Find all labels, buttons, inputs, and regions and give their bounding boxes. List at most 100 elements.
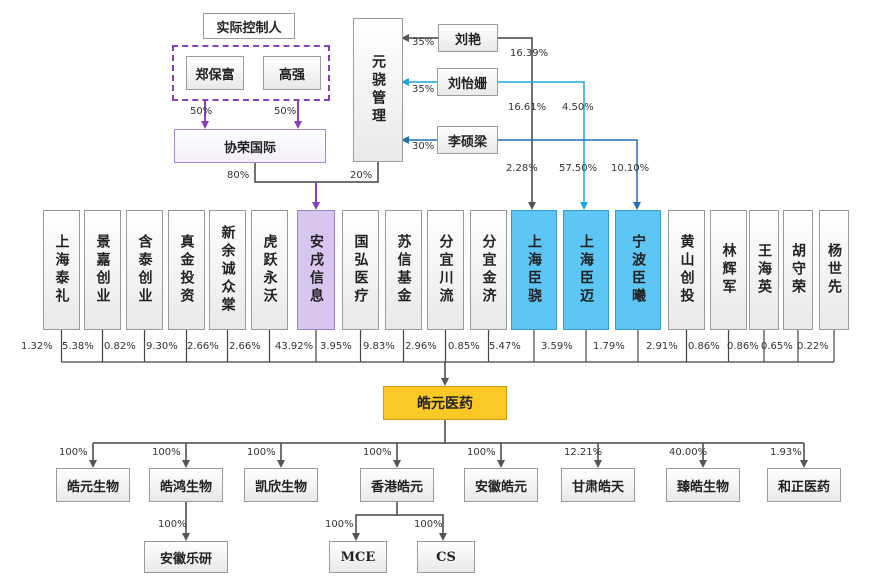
subsidiary-pct: 100% — [467, 447, 496, 458]
shareholder-box: 王海英 — [749, 210, 779, 330]
person-zheng-baofu-label: 郑保富 — [195, 67, 235, 83]
shareholder-pct: 0.65% — [761, 341, 793, 352]
shareholder-box: 含泰创业 — [126, 210, 163, 330]
edge-lishuoliang-chenxi — [498, 139, 641, 210]
shareholder-name: 新余诚众棠 — [219, 225, 236, 315]
pct-liuyan-yuanxiao: 35% — [412, 37, 435, 48]
controller-title: 实际控制人 — [203, 13, 295, 39]
subsidiary-pct: 100% — [59, 447, 88, 458]
pct-yuanxiao-anwu: 20% — [350, 170, 373, 181]
sub-hezheng-pharma: 和正医药 — [767, 468, 841, 502]
shareholder-name: 分宜金济 — [480, 234, 497, 306]
edge-xierong-anwu — [254, 163, 316, 183]
pct-zheng: 50% — [190, 106, 213, 117]
edge-liuyan-chenxiao — [498, 37, 536, 210]
pct-chenxiao-holder: 2.28% — [506, 163, 538, 174]
sub-anhui-haoyuan: 安徽皓元 — [464, 468, 538, 502]
subsidiary-name: 皓鸿生物 — [159, 479, 212, 495]
shareholder-pct: 0.86% — [688, 341, 720, 352]
shareholder-name: 真金投资 — [178, 234, 195, 306]
shareholder-pct: 43.92% — [275, 341, 314, 352]
sub-kaixin-bio: 凯欣生物 — [244, 468, 318, 502]
yuanxiao-management: 元骁管理 — [353, 18, 403, 162]
edge-hk-cs — [397, 514, 447, 541]
shareholder-pct: 2.96% — [405, 341, 437, 352]
sub-cs: CS — [417, 541, 475, 573]
sub-mce: MCE — [329, 541, 387, 573]
shareholder-name: 虎跃永沃 — [261, 234, 278, 306]
shareholder-name: 杨世先 — [826, 243, 842, 297]
shareholder-pct: 2.91% — [646, 341, 678, 352]
shareholder-name: 王海英 — [756, 243, 772, 297]
person-gao-qiang-label: 高强 — [278, 67, 305, 83]
pct-mce: 100% — [325, 519, 354, 530]
pct-gao: 50% — [274, 106, 297, 117]
shareholder-box: 新余诚众棠 — [209, 210, 246, 330]
shareholder-pct: 1.79% — [593, 341, 625, 352]
shareholder-pct: 3.95% — [320, 341, 352, 352]
shareholder-pct: 2.66% — [229, 341, 261, 352]
sub-gansu-haotian: 甘肃皓天 — [561, 468, 635, 502]
pct-liuyishan-yuanxiao: 35% — [412, 84, 435, 95]
shareholder-box: 上海泰礼 — [43, 210, 80, 330]
edge-liuyishan-chenmai — [498, 81, 588, 210]
sub-haohong-bio: 皓鸿生物 — [149, 468, 223, 502]
pct-chenmai-holder: 57.50% — [559, 163, 598, 174]
person-li-shuoliang: 李硕梁 — [437, 126, 498, 154]
edge-yuanxiao-anwu — [316, 162, 379, 183]
shareholder-bus — [60, 330, 835, 363]
subsidiary-pct: 12.21% — [564, 447, 603, 458]
company-haoyuan-pharma: 皓元医药 — [383, 386, 507, 420]
shareholder-pct: 0.85% — [448, 341, 480, 352]
sub-cs-label: CS — [436, 549, 456, 565]
subsidiary-name: 香港皓元 — [370, 479, 423, 495]
xierong-label: 协荣国际 — [223, 140, 276, 156]
shareholder-box: 真金投资 — [168, 210, 205, 330]
subsidiary-pct: 1.93% — [770, 447, 802, 458]
shareholder-box: 上海臣迈 — [563, 210, 609, 330]
sub-anhui-leyan-label: 安徽乐研 — [159, 551, 212, 567]
subsidiary-name: 安徽皓元 — [474, 479, 527, 495]
pct-lishuoliang-yuanxiao: 30% — [412, 141, 435, 152]
pct-leyan: 100% — [158, 519, 187, 530]
shareholder-name: 分宜川流 — [437, 234, 454, 306]
person-liu-yan-label: 刘艳 — [454, 32, 481, 48]
shareholder-box: 黄山创投 — [668, 210, 705, 330]
pct-xierong-anwu: 80% — [227, 170, 250, 181]
subsidiary-pct: 100% — [247, 447, 276, 458]
shareholder-box: 杨世先 — [819, 210, 849, 330]
shareholder-name: 上海泰礼 — [53, 234, 70, 306]
person-liu-yishan-label: 刘怡姗 — [447, 76, 487, 92]
shareholder-box: 安戌信息 — [297, 210, 335, 330]
shareholder-pct: 3.59% — [541, 341, 573, 352]
pct-liuyishan-fund: 16.61% — [508, 102, 547, 113]
person-li-shuoliang-label: 李硕梁 — [447, 134, 487, 150]
shareholder-name: 胡守荣 — [790, 243, 806, 297]
shareholder-name: 林辉军 — [720, 243, 737, 297]
pct-liuyan-fund: 16.39% — [510, 48, 549, 59]
shareholder-pct: 0.22% — [797, 341, 829, 352]
shareholder-box: 分宜金济 — [470, 210, 507, 330]
company-label: 皓元医药 — [417, 396, 473, 412]
shareholder-box: 虎跃永沃 — [251, 210, 288, 330]
shareholder-pct: 9.83% — [363, 341, 395, 352]
shareholder-box: 上海臣骁 — [511, 210, 557, 330]
person-liu-yishan: 刘怡姗 — [437, 68, 498, 96]
shareholder-name: 国弘医疗 — [352, 234, 369, 306]
shareholder-box: 分宜川流 — [427, 210, 464, 330]
subsidiary-bus — [89, 442, 808, 468]
subsidiary-name: 皓元生物 — [66, 479, 119, 495]
shareholder-name: 景嘉创业 — [94, 234, 111, 306]
shareholder-name: 上海臣迈 — [578, 234, 594, 306]
pct-chenxi-holder: 10.10% — [611, 163, 650, 174]
shareholder-name: 苏信基金 — [395, 234, 412, 306]
xierong-international: 协荣国际 — [174, 129, 326, 163]
shareholder-pct: 0.82% — [104, 341, 136, 352]
pct-cs: 100% — [414, 519, 443, 530]
shareholder-box: 苏信基金 — [385, 210, 422, 330]
shareholder-pct: 2.66% — [187, 341, 219, 352]
shareholder-pct: 5.47% — [489, 341, 521, 352]
shareholder-name: 宁波臣曦 — [630, 234, 646, 306]
shareholder-pct: 5.38% — [62, 341, 94, 352]
